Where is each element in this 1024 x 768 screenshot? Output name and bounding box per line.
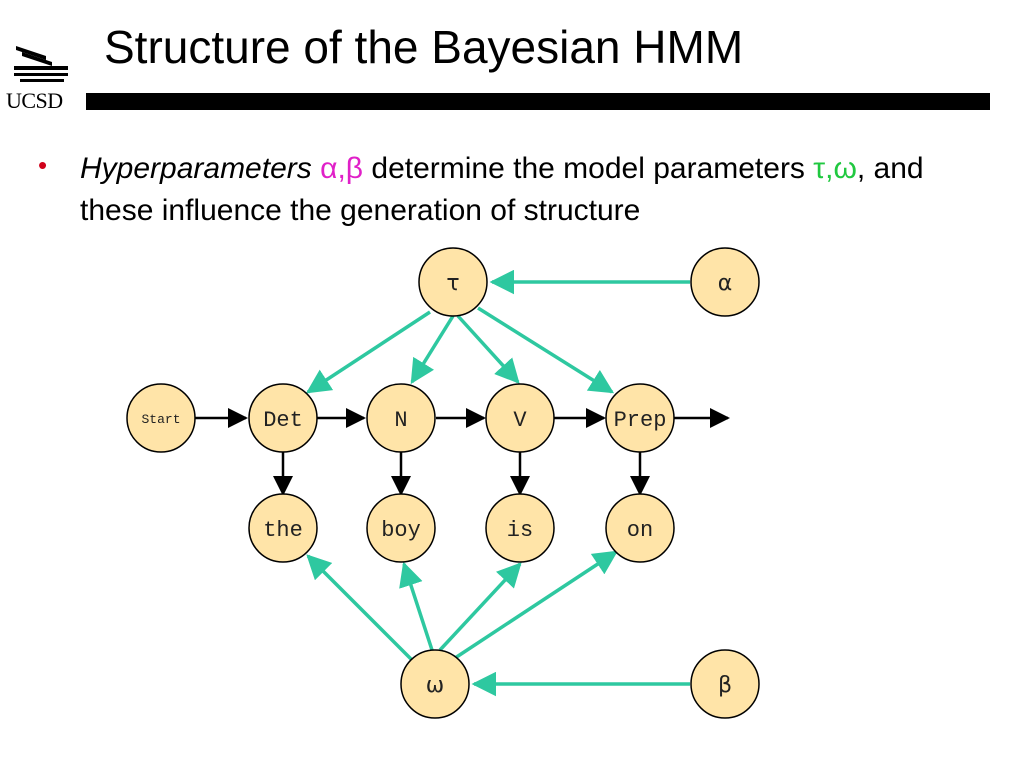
node-v-label: V <box>513 408 527 433</box>
node-omega: ω <box>400 649 470 719</box>
node-boy: boy <box>366 493 436 563</box>
edge-omega-is <box>438 562 522 652</box>
node-the-label: the <box>263 518 303 543</box>
node-tau-label: τ <box>446 271 459 296</box>
node-beta: β <box>690 649 760 719</box>
node-on: on <box>605 493 675 563</box>
hyper-symbols: α,β <box>320 152 364 185</box>
node-n-label: N <box>394 408 407 433</box>
node-start: Start <box>126 383 196 453</box>
node-det: Det <box>248 383 318 453</box>
node-boy-label: boy <box>381 518 421 543</box>
node-det-label: Det <box>263 408 303 433</box>
edge-omega-the <box>306 554 414 662</box>
param-symbols: τ,ω <box>813 152 857 185</box>
node-alpha: α <box>690 247 760 317</box>
edge-tau-v <box>456 314 520 384</box>
bullet-text: Hyperparameters α,β determine the model … <box>80 148 1000 232</box>
node-is-label: is <box>507 518 533 543</box>
edge-omega-on <box>451 550 619 662</box>
node-omega-label: ω <box>426 673 444 698</box>
edge-omega-boy <box>399 561 434 651</box>
node-is: is <box>485 493 555 563</box>
node-n: N <box>366 383 436 453</box>
node-prep-label: Prep <box>614 408 667 433</box>
logo-text: UCSD <box>6 88 63 113</box>
edge-tau-n <box>410 315 455 385</box>
edge-tau-det <box>305 310 431 394</box>
node-the: the <box>248 493 318 563</box>
page-title: Structure of the Bayesian HMM <box>104 21 744 73</box>
bullet-middle: determine the model parameters <box>363 152 814 185</box>
node-prep: Prep <box>605 383 675 453</box>
node-on-label: on <box>627 518 653 543</box>
title-rule <box>86 93 990 110</box>
bullet-term: Hyperparameters <box>80 152 312 185</box>
ucsd-logo-icon <box>14 46 68 82</box>
node-tau: τ <box>418 247 488 317</box>
edge-tau-prep <box>477 306 615 394</box>
node-v: V <box>485 383 555 453</box>
bullet-tail: , and these influence the generation of … <box>80 152 924 227</box>
bullet-marker: • <box>38 150 48 180</box>
node-beta-label: β <box>718 673 732 698</box>
node-alpha-label: α <box>718 271 733 296</box>
node-start-label: Start <box>141 412 180 427</box>
